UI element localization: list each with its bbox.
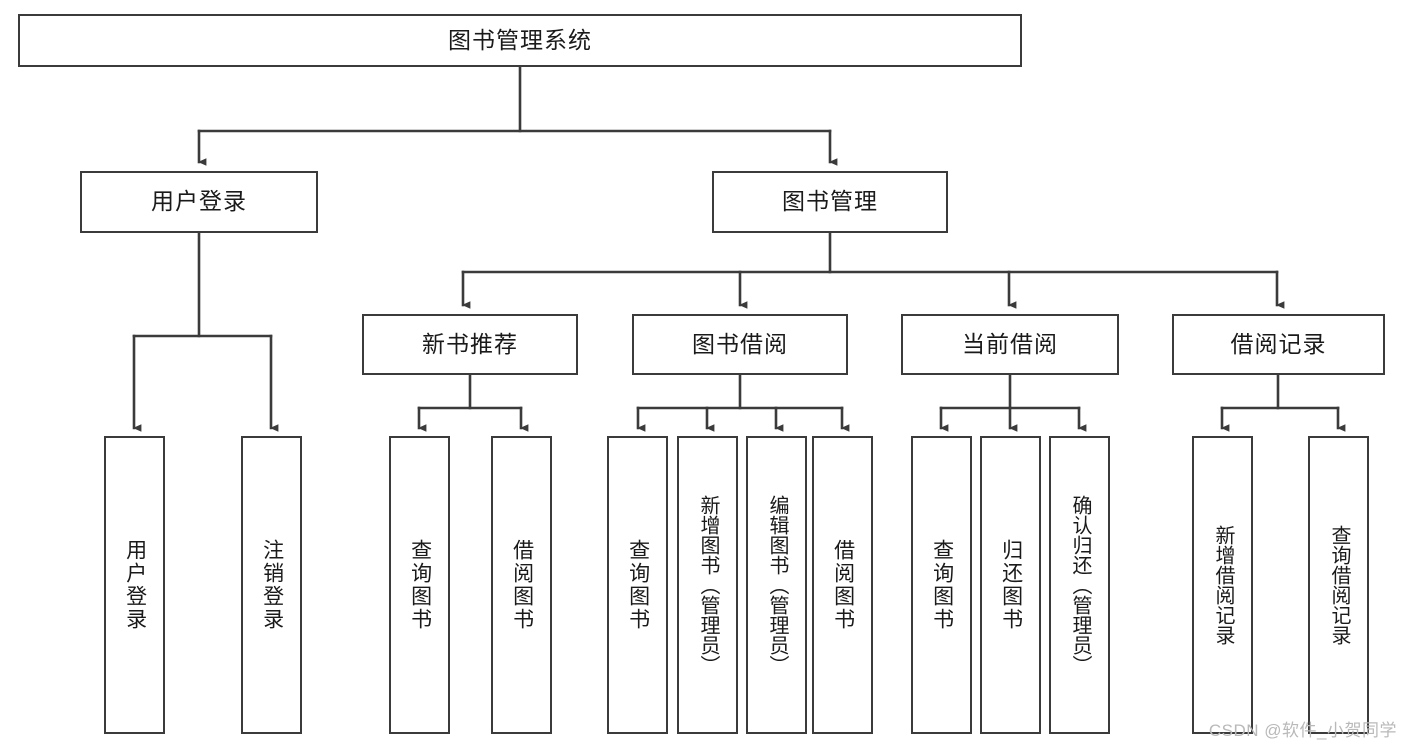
node-label: 查询借阅记录: [1328, 525, 1350, 645]
node-user-login[interactable]: 用户登录: [80, 171, 318, 233]
node-label: 当前借阅: [962, 330, 1058, 357]
node-label: 查询图书: [408, 539, 432, 631]
leaf-confirm-return[interactable]: 确认归还（管理员）: [1049, 436, 1110, 734]
node-label: 归还图书: [999, 539, 1023, 631]
node-label: 新增图书（管理员）: [697, 495, 719, 675]
leaf-edit-book[interactable]: 编辑图书（管理员）: [746, 436, 807, 734]
leaf-borrow-book-new[interactable]: 借阅图书: [491, 436, 552, 734]
leaf-query-book-current[interactable]: 查询图书: [911, 436, 972, 734]
node-label: 图书管理系统: [448, 26, 592, 53]
node-book-management[interactable]: 图书管理: [712, 171, 948, 233]
leaf-query-book-new[interactable]: 查询图书: [389, 436, 450, 734]
node-label: 借阅记录: [1230, 330, 1327, 357]
node-borrow-record[interactable]: 借阅记录: [1172, 314, 1385, 375]
node-label: 编辑图书（管理员）: [766, 495, 788, 675]
node-current-borrow[interactable]: 当前借阅: [901, 314, 1119, 375]
leaf-query-book-borrow[interactable]: 查询图书: [607, 436, 668, 734]
node-label: 用户登录: [123, 539, 147, 631]
node-book-borrow[interactable]: 图书借阅: [632, 314, 848, 375]
leaf-query-borrow-record[interactable]: 查询借阅记录: [1308, 436, 1369, 734]
leaf-return-book[interactable]: 归还图书: [980, 436, 1041, 734]
node-label: 新书推荐: [422, 330, 518, 357]
node-label: 新增借阅记录: [1212, 525, 1234, 645]
node-label: 查询图书: [626, 539, 650, 631]
node-label: 借阅图书: [831, 539, 855, 631]
leaf-borrow-book[interactable]: 借阅图书: [812, 436, 873, 734]
node-label: 确认归还（管理员）: [1069, 495, 1091, 675]
node-label: 用户登录: [151, 188, 247, 215]
node-new-book-recommend[interactable]: 新书推荐: [362, 314, 578, 375]
node-label: 借阅图书: [510, 539, 534, 631]
leaf-add-book[interactable]: 新增图书（管理员）: [677, 436, 738, 734]
node-root-book-management-system[interactable]: 图书管理系统: [18, 14, 1022, 67]
node-label: 查询图书: [930, 539, 954, 631]
node-label: 图书借阅: [692, 330, 788, 357]
node-label: 图书管理: [782, 188, 878, 215]
node-label: 注销登录: [260, 539, 284, 631]
leaf-user-login[interactable]: 用户登录: [104, 436, 165, 734]
leaf-add-borrow-record[interactable]: 新增借阅记录: [1192, 436, 1253, 734]
leaf-logout-login[interactable]: 注销登录: [241, 436, 302, 734]
